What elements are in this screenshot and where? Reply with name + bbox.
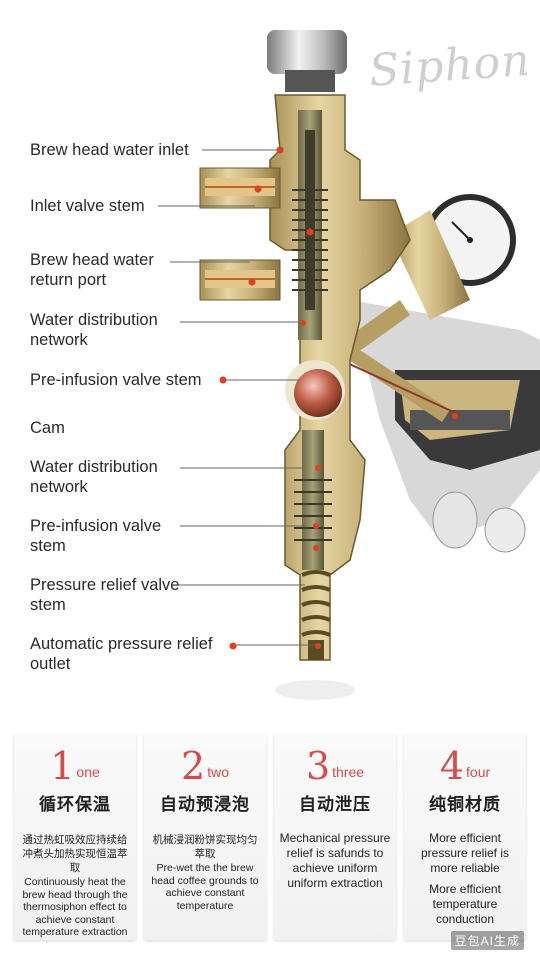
relief-spring: [301, 570, 331, 637]
card-desc-zh: 机械浸润粉饼实现均匀萃取: [152, 834, 258, 860]
label-brew-head-water-return-port: Brew head water return port: [30, 251, 154, 289]
label-automatic-pressure-relief-outlet: Automatic pressure relief outlet: [30, 635, 213, 673]
card-number: 2: [181, 744, 206, 788]
card-desc-en: Pre-wet the the brew head coffee grounds…: [151, 862, 259, 912]
top-cap: [267, 30, 347, 74]
label-water-distribution-network-upper: Water distribution network: [30, 311, 158, 349]
feature-card-1: 1 one 循环保温 通过热虹吸效应持续给冲煮头加热实现恒温萃取 Continu…: [14, 734, 136, 940]
brew-head-cutaway-diagram: Siphon hea: [30, 30, 540, 700]
card-desc-en: Mechanical pressure relief is safunds to…: [279, 831, 391, 890]
preinfusion-ball: [294, 369, 342, 417]
feature-card-4: 4 four 纯铜材质 More efficient pressure reli…: [404, 734, 526, 940]
lower-valve-channel: [302, 430, 324, 570]
card-number: 1: [50, 744, 75, 788]
card-number: 3: [305, 744, 331, 788]
label-brew-head-water-inlet: Brew head water inlet: [30, 141, 189, 159]
lower-spring: [294, 479, 332, 541]
label-pre-infusion-valve-stem-upper: Pre-infusion valve stem: [30, 371, 202, 389]
card-desc-en: More efficient pressure relief is more r…: [420, 831, 510, 875]
card-number-word: four: [466, 764, 491, 780]
card-title: 自动泄压: [299, 795, 371, 814]
ai-generated-logo: 豆包AI生成: [450, 931, 524, 950]
gauge-arm: [390, 210, 470, 320]
drip-droplet: [432, 491, 478, 549]
label-pressure-relief-valve-stem: Pressure relief valve stem: [30, 576, 180, 614]
feature-card-2: 2 two 自动预浸泡 机械浸润粉饼实现均匀萃取 Pre-wet the the…: [144, 734, 266, 940]
card-number-word: two: [207, 764, 229, 780]
card-desc-zh: 通过热虹吸效应持续给冲煮头加热实现恒温萃取: [22, 834, 128, 874]
card-number-word: three: [332, 764, 365, 780]
cap-neck: [285, 70, 335, 92]
card-desc-en: Continuously heat the brew head through …: [22, 876, 128, 938]
card-title: 纯铜材质: [429, 795, 501, 814]
label-water-distribution-network-lower: Water distribution network: [30, 458, 158, 496]
card-number-word: one: [76, 764, 100, 780]
label-pre-infusion-valve-stem-lower: Pre-infusion valve stem: [30, 517, 162, 555]
relief-outlet-nozzle: [308, 640, 324, 660]
card-number: 4: [439, 744, 465, 788]
drip-droplet-2: [484, 507, 526, 553]
callout-leaders: [158, 149, 318, 646]
shower-screen: [410, 410, 510, 430]
diagram-art: [158, 30, 540, 700]
label-cam: Cam: [30, 419, 65, 437]
card-title: 循环保温: [39, 795, 111, 814]
card-desc-en-2: More efficient temperature conduction: [429, 882, 501, 926]
floor-reflection: [275, 680, 355, 700]
feature-card-3: 3 three 自动泄压 Mechanical pressure relief …: [274, 734, 396, 940]
marker-dots: [219, 146, 458, 650]
label-inlet-valve-stem: Inlet valve stem: [30, 197, 145, 215]
card-title: 自动预浸泡: [160, 795, 250, 814]
